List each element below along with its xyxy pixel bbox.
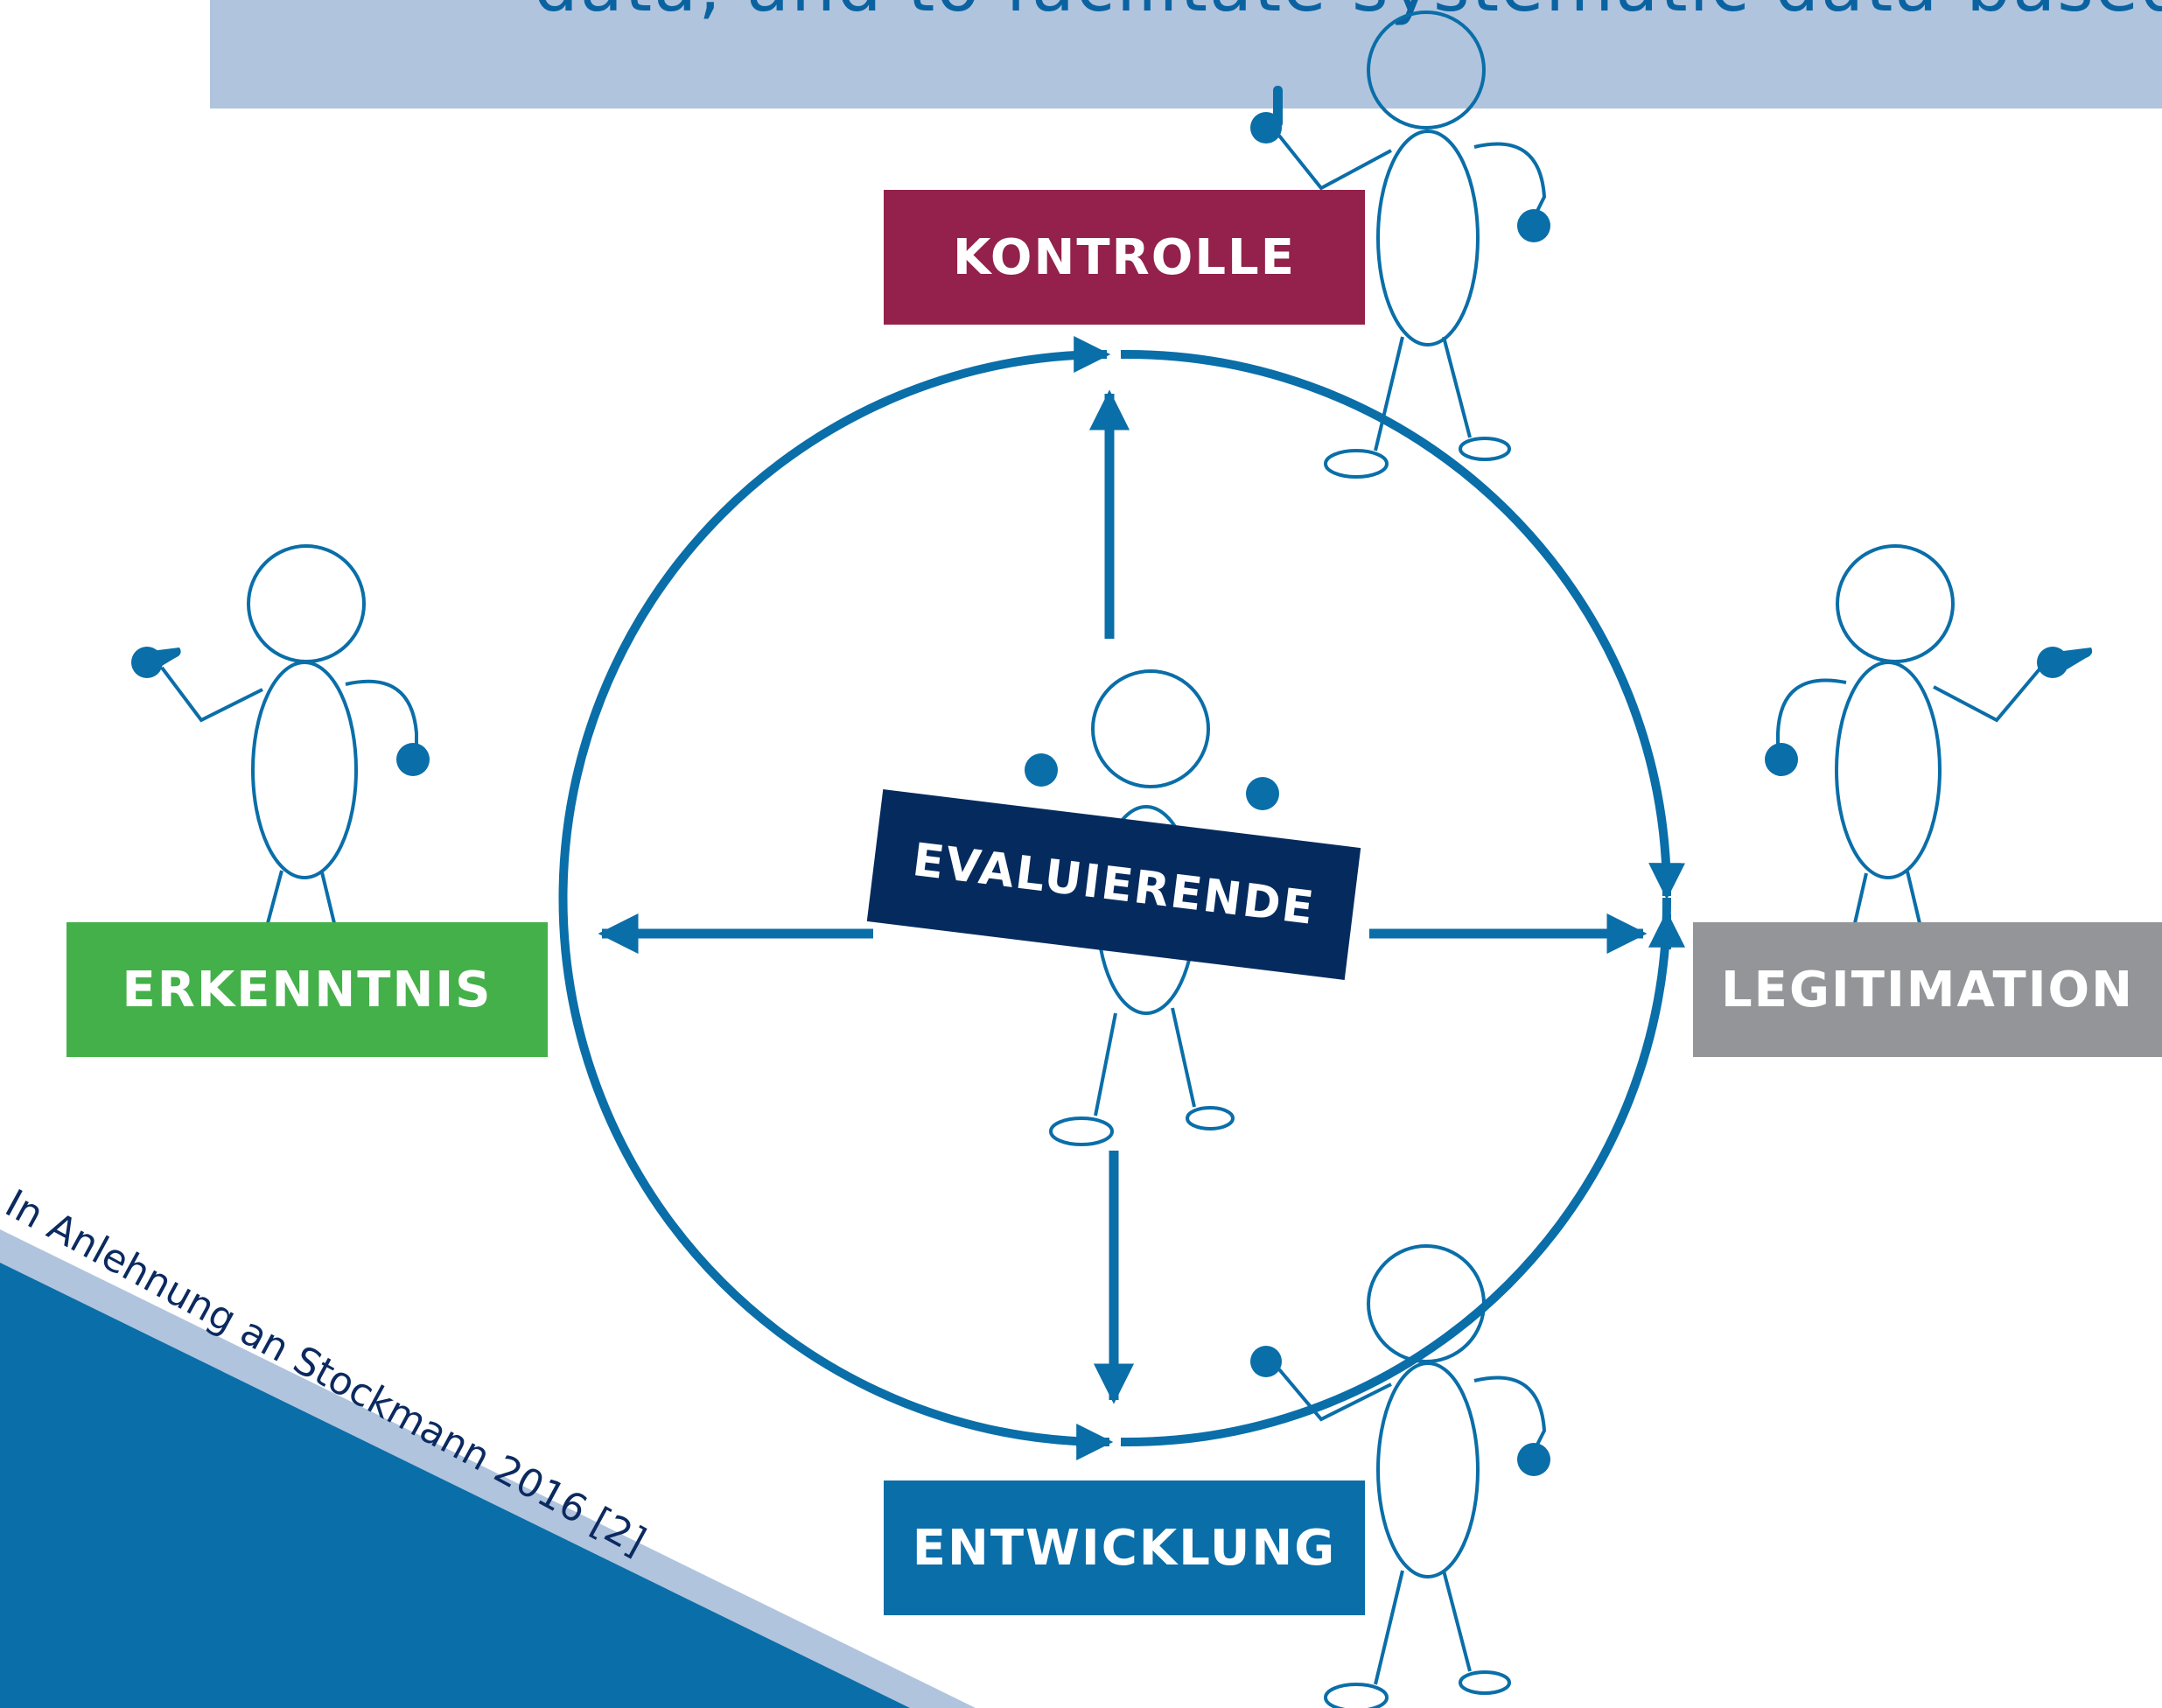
stick-figure-icon-right (1776, 544, 2045, 924)
center-arrows (598, 389, 1648, 1404)
kontrolle-box: KONTROLLE (884, 190, 1365, 325)
legitimation-box: LEGITIMATION (1693, 922, 2162, 1057)
stick-figure-icon-top (1277, 10, 1547, 479)
stick-figure-icon-bottom (1277, 1244, 1547, 1708)
cycle-circle-icon (558, 336, 1686, 1447)
arc-right-top (1120, 349, 1686, 900)
entwicklung-box: ENTWICKLUNG (884, 1480, 1365, 1615)
figure-hands (131, 86, 2093, 1476)
arc-left-top (558, 336, 1111, 1446)
stick-figure-icon-left (160, 544, 418, 924)
arc-right-bottom (1120, 897, 1672, 1447)
header-band: data, and to facilitate systematic data-… (210, 0, 2162, 108)
header-text: data, and to facilitate systematic data-… (534, 0, 2162, 27)
erkenntnis-box: ERKENNTNIS (66, 922, 548, 1057)
corner-dark-triangle (0, 1263, 910, 1708)
